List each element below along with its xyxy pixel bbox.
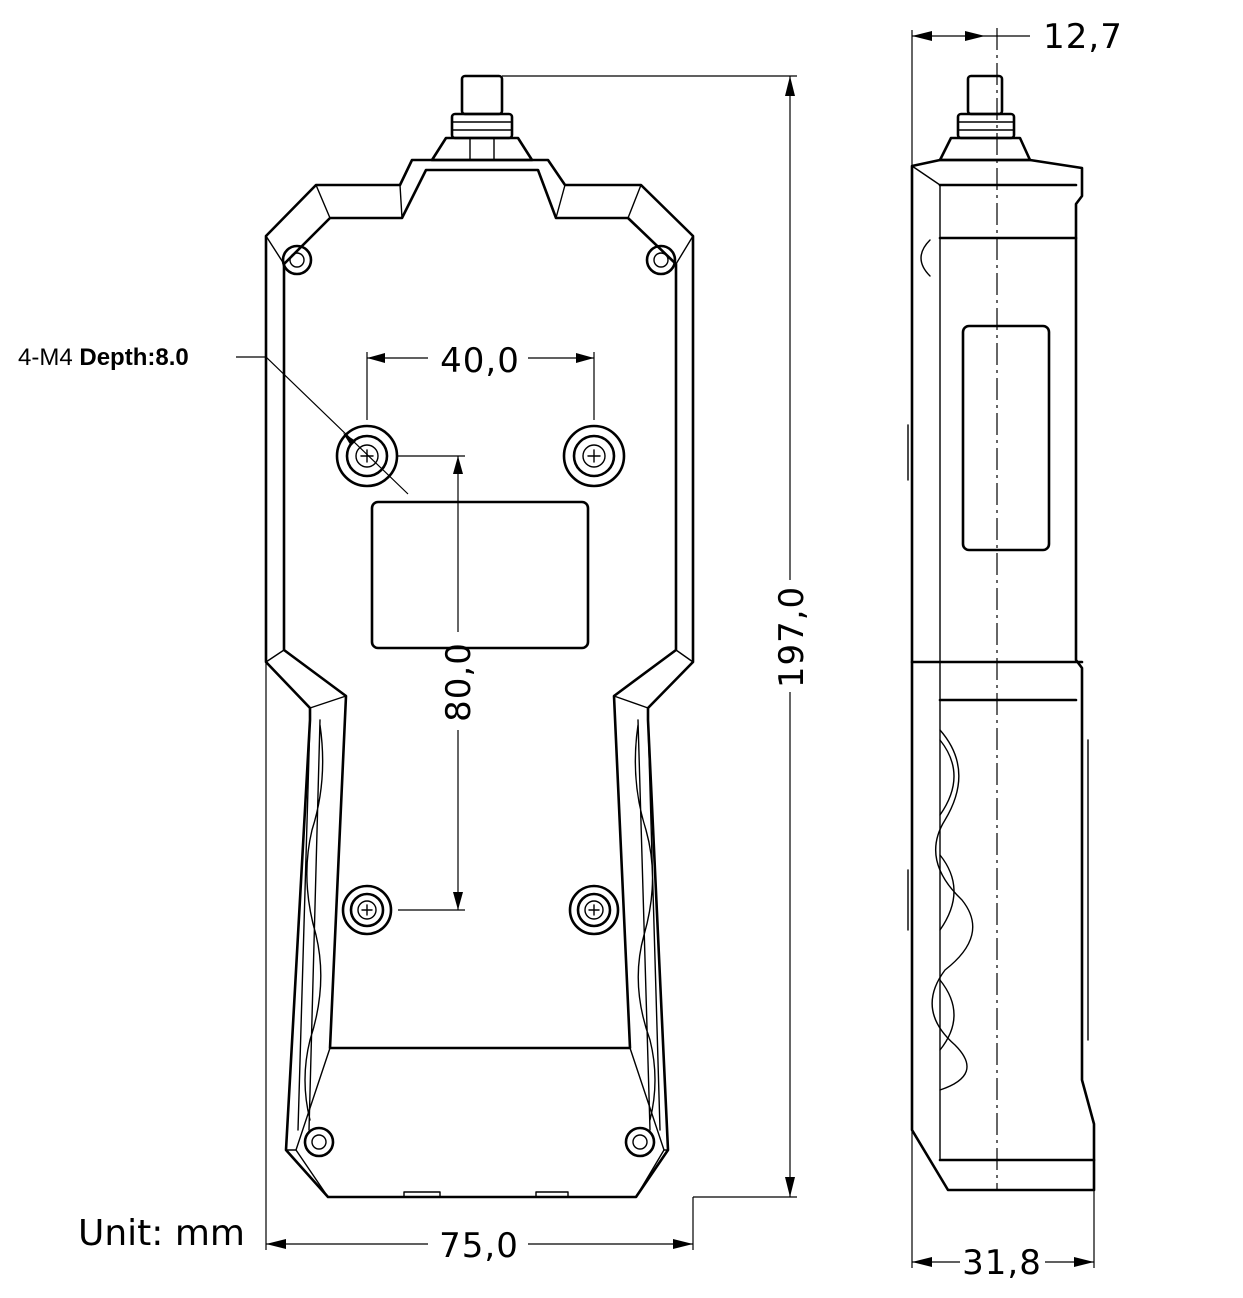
side-outline [910,158,1096,1192]
side-window [961,324,1051,552]
hole-spacing-width-label: 40,0 [440,341,520,381]
side-connector [938,74,1032,162]
unit-label: Unit: mm [78,1213,245,1254]
corner-screw-icons [281,244,677,1158]
thread-note: 4-M4 Depth:8.0 [18,344,189,371]
side-dimensions [911,30,1095,1268]
front-connector [430,74,534,162]
overall-width-label: 75,0 [439,1226,519,1266]
overall-depth-label: 31,8 [962,1243,1042,1283]
hole-spacing-height-label: 80,0 [439,642,479,722]
overall-height-label: 197,0 [772,586,812,688]
thread-depth: Depth:8.0 [79,344,188,371]
label-window [370,500,590,650]
front-dimensions [236,75,797,1250]
front-view [264,74,695,1199]
left-grip [297,719,324,1131]
connector-offset-label: 12,7 [1043,17,1123,57]
m4-insert-icons [335,424,626,936]
side-grip [931,729,974,1091]
right-grip [634,719,661,1131]
thread-prefix: 4-M4 [18,344,79,371]
side-view [907,28,1096,1192]
